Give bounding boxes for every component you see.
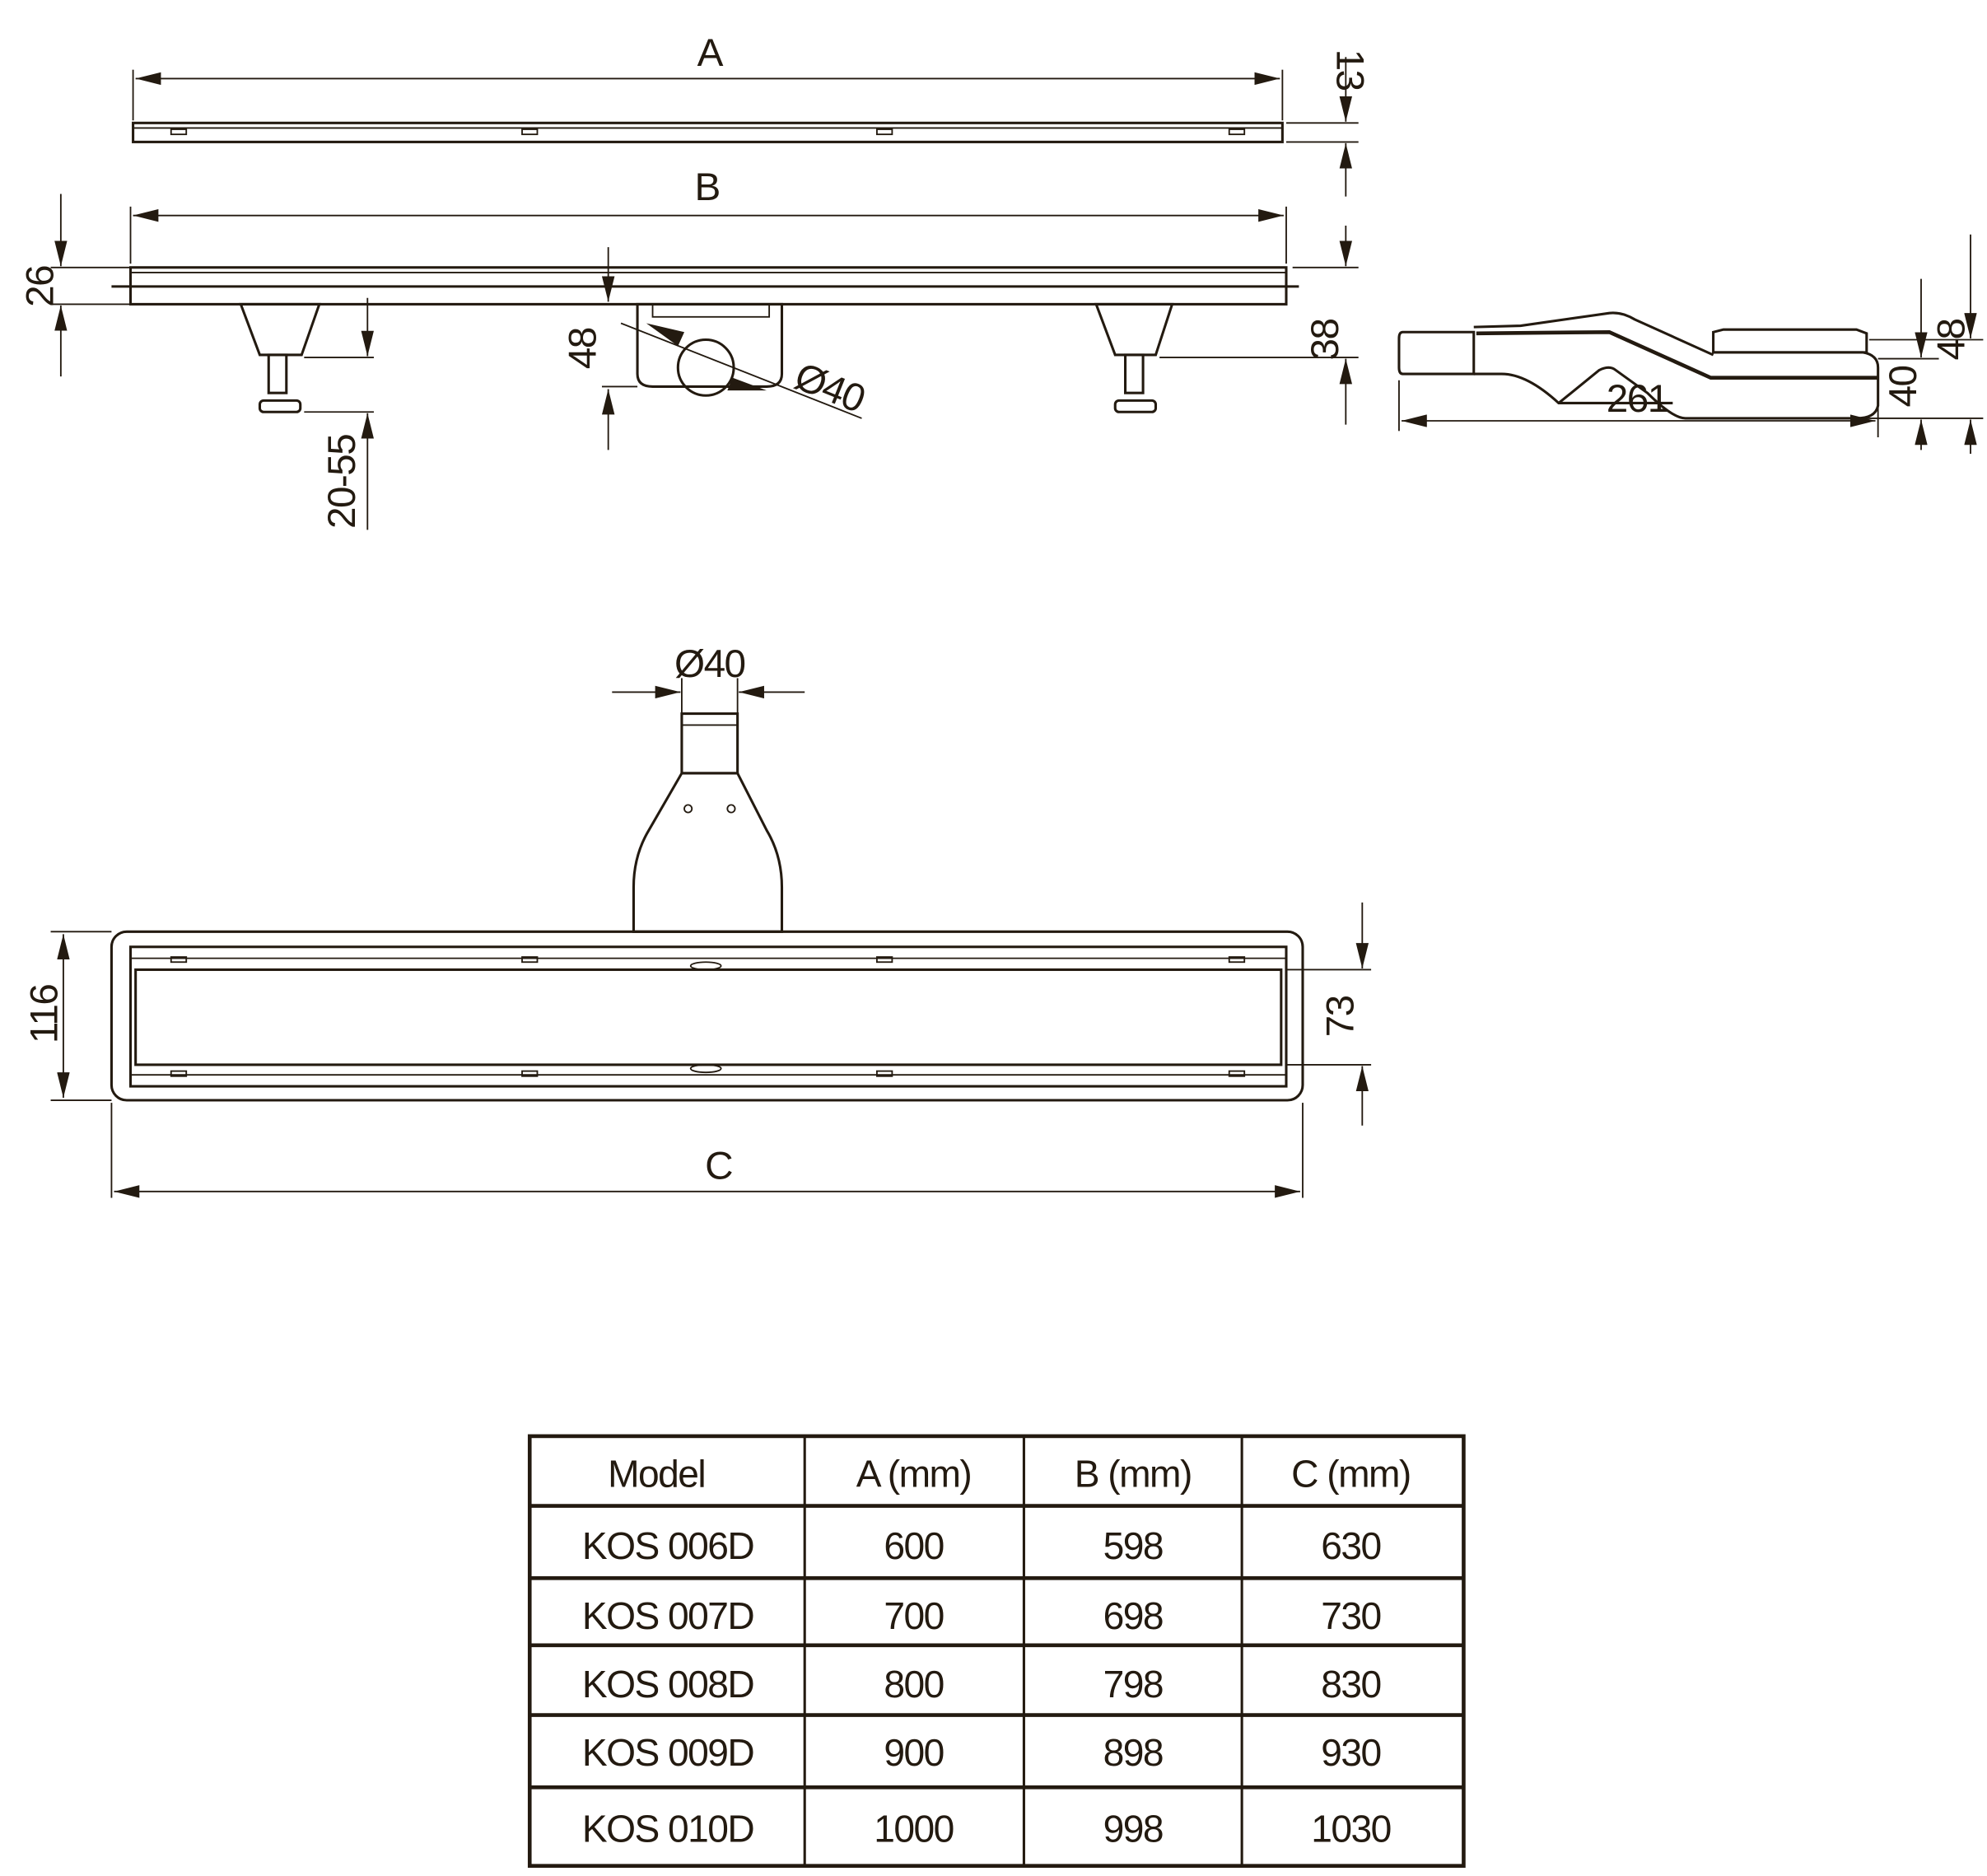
table-row: KOS 009D 900 898 930	[582, 1731, 1382, 1774]
cell-model: KOS 008D	[582, 1663, 754, 1706]
cell-model: KOS 010D	[582, 1807, 754, 1850]
cell-a: 700	[884, 1594, 943, 1637]
dimension-73-label: 73	[1319, 996, 1363, 1037]
cell-model: KOS 009D	[582, 1731, 754, 1774]
cell-c: 830	[1321, 1663, 1380, 1706]
dimension-48-outlet-label: 48	[561, 328, 604, 369]
outlet-profile-view: 261 40 48	[1397, 234, 1984, 455]
table-row: KOS 010D 1000 998 1030	[582, 1807, 1392, 1850]
grate-elevation-view: A 13	[132, 31, 1372, 197]
cell-a: 900	[884, 1731, 943, 1774]
table-row: KOS 006D 600 598 630	[582, 1524, 1382, 1567]
pipe-diameter-label: Ø40	[674, 642, 745, 686]
header-a: A (mm)	[856, 1452, 971, 1495]
channel-side-view: Ø40 B 26 48 38 20-55	[19, 166, 1359, 530]
dimension-26-label: 26	[19, 266, 63, 307]
cell-c: 1030	[1311, 1807, 1391, 1850]
dimension-a-label: A	[697, 31, 724, 75]
header-model: Model	[608, 1452, 705, 1495]
dimension-40-label: 40	[1882, 366, 1925, 407]
cell-b: 898	[1103, 1731, 1163, 1774]
cell-c: 630	[1321, 1524, 1380, 1567]
dimension-13-label: 13	[1328, 49, 1372, 91]
dimension-20-55-label: 20-55	[320, 435, 364, 529]
cell-a: 600	[884, 1524, 943, 1567]
dimension-38-label: 38	[1304, 320, 1347, 361]
cell-model: KOS 007D	[582, 1594, 754, 1637]
dimension-c-label: C	[705, 1144, 732, 1188]
cell-model: KOS 006D	[582, 1524, 754, 1567]
cell-c: 930	[1321, 1731, 1380, 1774]
cell-b: 798	[1103, 1663, 1163, 1706]
dimension-48-side-label: 48	[1929, 320, 1973, 361]
dimension-261-label: 261	[1607, 377, 1668, 421]
table-header-row: Model A (mm) B (mm) C (mm)	[608, 1452, 1411, 1495]
dimension-b-label: B	[695, 166, 720, 209]
header-c: C (mm)	[1291, 1452, 1411, 1495]
channel-plan-view: Ø40 116 73 C	[22, 642, 1372, 1198]
cell-b: 998	[1103, 1807, 1163, 1850]
cell-a: 1000	[874, 1807, 954, 1850]
outlet-diameter-label: Ø40	[789, 355, 870, 422]
dimension-116-label: 116	[22, 985, 66, 1043]
table-row: KOS 008D 800 798 830	[582, 1663, 1382, 1706]
table-row: KOS 007D 700 698 730	[582, 1594, 1382, 1637]
cell-c: 730	[1321, 1594, 1380, 1637]
dimensions-table: Model A (mm) B (mm) C (mm) KOS 006D 600 …	[527, 1434, 1466, 1868]
header-b: B (mm)	[1075, 1452, 1192, 1495]
cell-a: 800	[884, 1663, 943, 1706]
cell-b: 598	[1103, 1524, 1163, 1567]
cell-b: 698	[1103, 1594, 1163, 1637]
